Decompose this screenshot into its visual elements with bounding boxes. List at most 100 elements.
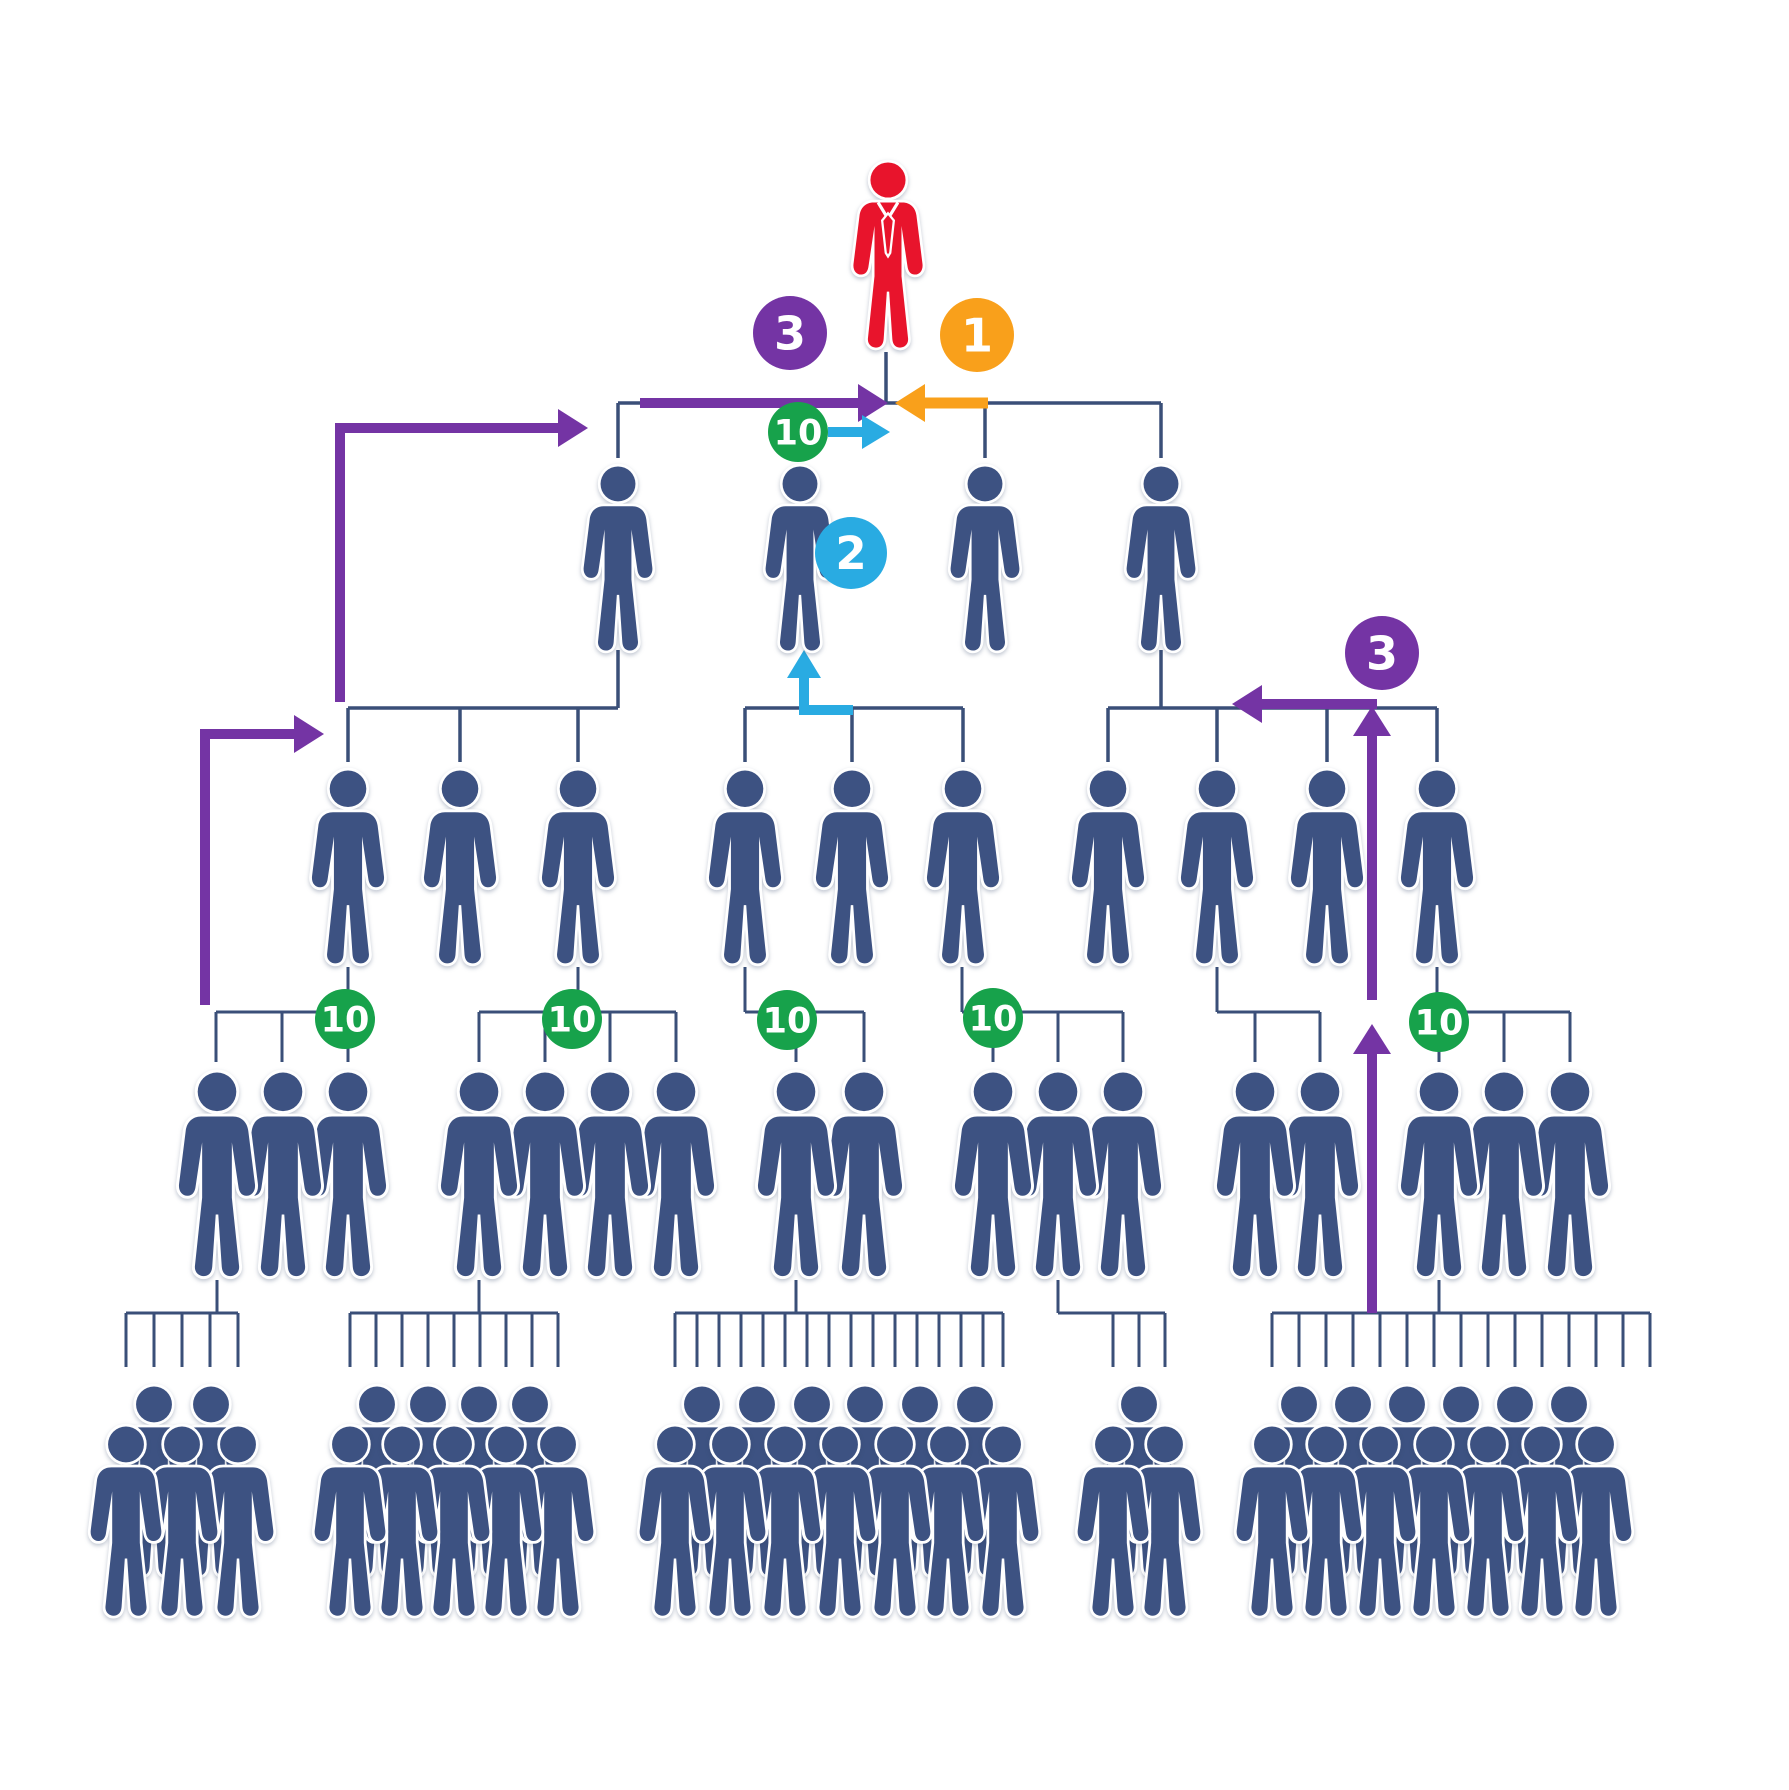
badge-orange-1-label: 1 (961, 309, 993, 363)
badge-green-10-d3-label: 10 (763, 1002, 812, 1042)
cluster-d1-silhouette-icon (179, 1072, 255, 1276)
arrow-purple-right-high (1353, 706, 1391, 1000)
root-person-group (853, 162, 922, 347)
cluster-d2-group (441, 1072, 714, 1276)
arrow-purple-up-left-2-shaft (200, 729, 294, 1005)
arrow-purple-top (640, 384, 888, 422)
crowd-e1-front-group (91, 1426, 274, 1615)
badge-green-10-d6-label: 10 (1415, 1004, 1464, 1044)
level1-person-silhouette-icon (1127, 466, 1196, 650)
arrow-purple-up-left-2-head-icon (294, 715, 324, 753)
level1-person (584, 466, 653, 650)
cluster-d6 (1401, 1072, 1477, 1276)
level2-person (1291, 770, 1363, 963)
arrow-purple-right-high-head-icon (1353, 706, 1391, 736)
badge-purple-3-right: 3 (1345, 616, 1419, 690)
level1-person-group (584, 466, 1196, 650)
level2-person (424, 770, 496, 963)
badge-green-10-d1-label: 10 (321, 1001, 370, 1041)
level1-person (1127, 466, 1196, 650)
arrow-cyan-elbow-shaft (799, 678, 853, 715)
arrow-purple-right-low (1353, 1024, 1391, 1313)
badges-layer: 3 1 10 2 3 10 10 10 10 10 (315, 296, 1469, 1052)
badge-orange-1: 1 (940, 298, 1014, 372)
arrow-purple-up-left-1-shaft (335, 423, 558, 702)
badge-green-10-top-label: 10 (774, 414, 823, 454)
arrow-purple-up-left-1 (335, 409, 588, 702)
badge-green-10-d1-circle-icon (315, 989, 375, 1049)
badge-cyan-2-label: 2 (835, 527, 866, 580)
level2-person (542, 770, 614, 963)
cluster-d5 (1217, 1072, 1293, 1276)
level1-person-silhouette-icon (951, 466, 1020, 650)
level1-person-silhouette-icon (584, 466, 653, 650)
level2-person (1181, 770, 1253, 963)
arrow-purple-up-left-2 (200, 715, 324, 1005)
level2-person-silhouette-icon (542, 770, 614, 963)
level2-person (709, 770, 781, 963)
cluster-d3-group (758, 1072, 902, 1276)
cluster-d5-silhouette-icon (1217, 1072, 1293, 1276)
level2-person (1401, 770, 1473, 963)
level2-person (1072, 770, 1144, 963)
level2-person-silhouette-icon (709, 770, 781, 963)
badge-green-10-top-circle-icon (768, 402, 828, 462)
badge-green-10-d4: 10 (963, 988, 1023, 1048)
badge-purple-3-top-circle-icon (753, 296, 827, 370)
level2-person-silhouette-icon (424, 770, 496, 963)
cluster-d4-silhouette-icon (955, 1072, 1031, 1276)
level2-person-silhouette-icon (927, 770, 999, 963)
people-layer (91, 162, 1632, 1615)
badge-green-10-d4-label: 10 (969, 1000, 1018, 1040)
arrow-purple-right-left (1232, 685, 1377, 723)
cluster-d3-silhouette-icon (826, 1072, 902, 1276)
badge-purple-3-right-label: 3 (1366, 627, 1398, 681)
arrow-cyan-top-head-icon (862, 415, 890, 449)
cluster-d3 (826, 1072, 902, 1276)
arrow-cyan-elbow-head-icon (787, 650, 821, 678)
badge-purple-3-right-circle-icon (1345, 616, 1419, 690)
cluster-d3-silhouette-icon (758, 1072, 834, 1276)
badge-green-10-d3-circle-icon (757, 990, 817, 1050)
level2-person-group (312, 770, 1473, 963)
badge-purple-3-top-label: 3 (774, 307, 806, 361)
cluster-d3 (758, 1072, 834, 1276)
cluster-d4-group (955, 1072, 1161, 1276)
badge-purple-3-top: 3 (753, 296, 827, 370)
arrow-purple-right-low-head-icon (1353, 1024, 1391, 1054)
cluster-d5-group (1217, 1072, 1358, 1276)
cluster-d6-silhouette-icon (1401, 1072, 1477, 1276)
level2-person-silhouette-icon (1401, 770, 1473, 963)
arrow-orange-top (895, 384, 988, 422)
cluster-d1 (179, 1072, 255, 1276)
badge-green-10-d6: 10 (1409, 992, 1469, 1052)
badge-green-10-d3: 10 (757, 990, 817, 1050)
level2-person-silhouette-icon (816, 770, 888, 963)
badge-green-10-d1: 10 (315, 989, 375, 1049)
badge-orange-1-circle-icon (940, 298, 1014, 372)
level2-person-silhouette-icon (1072, 770, 1144, 963)
level2-person (312, 770, 384, 963)
root-person (853, 162, 922, 347)
badge-cyan-2-circle-icon (815, 517, 887, 589)
arrow-purple-top-head-icon (858, 384, 888, 422)
arrows-layer (200, 384, 1391, 1313)
badge-green-10-d4-circle-icon (963, 988, 1023, 1048)
badge-green-10-d2: 10 (542, 989, 602, 1049)
cluster-d2 (441, 1072, 517, 1276)
level2-person-silhouette-icon (1291, 770, 1363, 963)
arrow-purple-right-left-head-icon (1232, 685, 1262, 723)
badge-green-10-d6-circle-icon (1409, 992, 1469, 1052)
badge-green-10-d2-label: 10 (548, 1001, 597, 1041)
badge-green-10-top: 10 (768, 402, 828, 462)
badge-cyan-2: 2 (815, 517, 887, 589)
cluster-d4 (955, 1072, 1031, 1276)
level2-person (816, 770, 888, 963)
level1-person (951, 466, 1020, 650)
badge-green-10-d2-circle-icon (542, 989, 602, 1049)
level2-person (927, 770, 999, 963)
level2-person-silhouette-icon (312, 770, 384, 963)
crowd-e2-front-group (315, 1426, 594, 1615)
